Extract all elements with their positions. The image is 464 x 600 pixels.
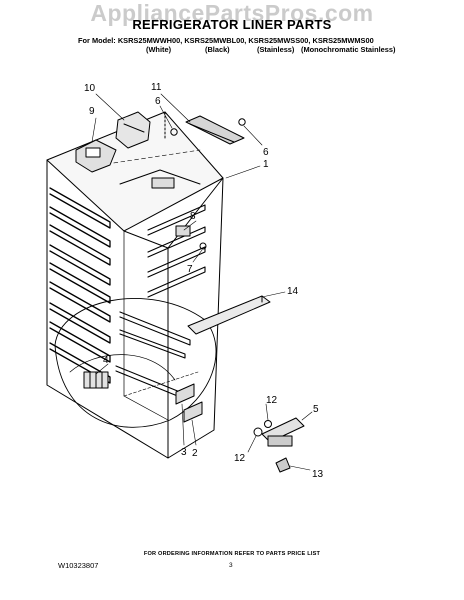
variant-stainless: (Stainless) — [257, 45, 295, 54]
left-wall-shelf-rails — [49, 187, 111, 384]
part-11-rail — [185, 115, 245, 145]
variant-white: (White) — [146, 45, 172, 54]
callout-6-upper: 6 — [155, 96, 161, 107]
callout-leaders — [91, 93, 313, 471]
callout-7: 7 — [187, 264, 193, 275]
callout-9: 9 — [89, 106, 95, 117]
callout-10: 10 — [84, 83, 96, 94]
callout-4: 4 — [103, 355, 109, 366]
part-12-upper — [264, 420, 272, 428]
screw-6-right — [238, 118, 246, 126]
part-5-hinge — [261, 417, 305, 447]
page-title: REFRIGERATOR LINER PARTS — [132, 17, 332, 32]
liner-shell — [46, 111, 224, 459]
part-7-screw — [199, 242, 207, 250]
callout-11: 11 — [151, 82, 162, 93]
callout-12-upper: 12 — [266, 395, 278, 406]
model-list: For Model: KSRS25MWWH00, KSRS25MWBL00, K… — [78, 36, 374, 45]
callout-1: 1 — [263, 159, 269, 170]
ordering-note: FOR ORDERING INFORMATION REFER TO PARTS … — [143, 551, 321, 557]
callout-14: 14 — [287, 286, 299, 297]
part-2-bracket — [183, 401, 203, 423]
part-14-bar — [187, 295, 271, 335]
callout-5: 5 — [313, 404, 319, 415]
callout-13: 13 — [312, 469, 324, 480]
page-number: 3 — [229, 562, 233, 569]
callout-12-lower: 12 — [234, 453, 246, 464]
part-9-bracket — [75, 139, 117, 173]
top-ledge — [99, 149, 201, 189]
callout-2: 2 — [192, 448, 198, 459]
document-number: W10323807 — [58, 561, 99, 570]
part-12-lower — [253, 427, 263, 437]
watermark-text: AppliancePartsPros.com — [90, 0, 374, 26]
crisper-cutaway — [54, 298, 217, 428]
part-8-clip — [175, 225, 191, 237]
part-3-bracket — [175, 383, 195, 405]
part-10-mount — [115, 111, 151, 149]
variant-black: (Black) — [205, 45, 230, 54]
callout-8: 8 — [190, 211, 196, 222]
callout-6-right: 6 — [263, 147, 269, 158]
screw-6-upper — [170, 128, 178, 136]
part-13-screw — [275, 457, 291, 473]
variant-monochromatic-stainless: (Monochromatic Stainless) — [301, 45, 396, 54]
callout-3: 3 — [181, 447, 187, 458]
